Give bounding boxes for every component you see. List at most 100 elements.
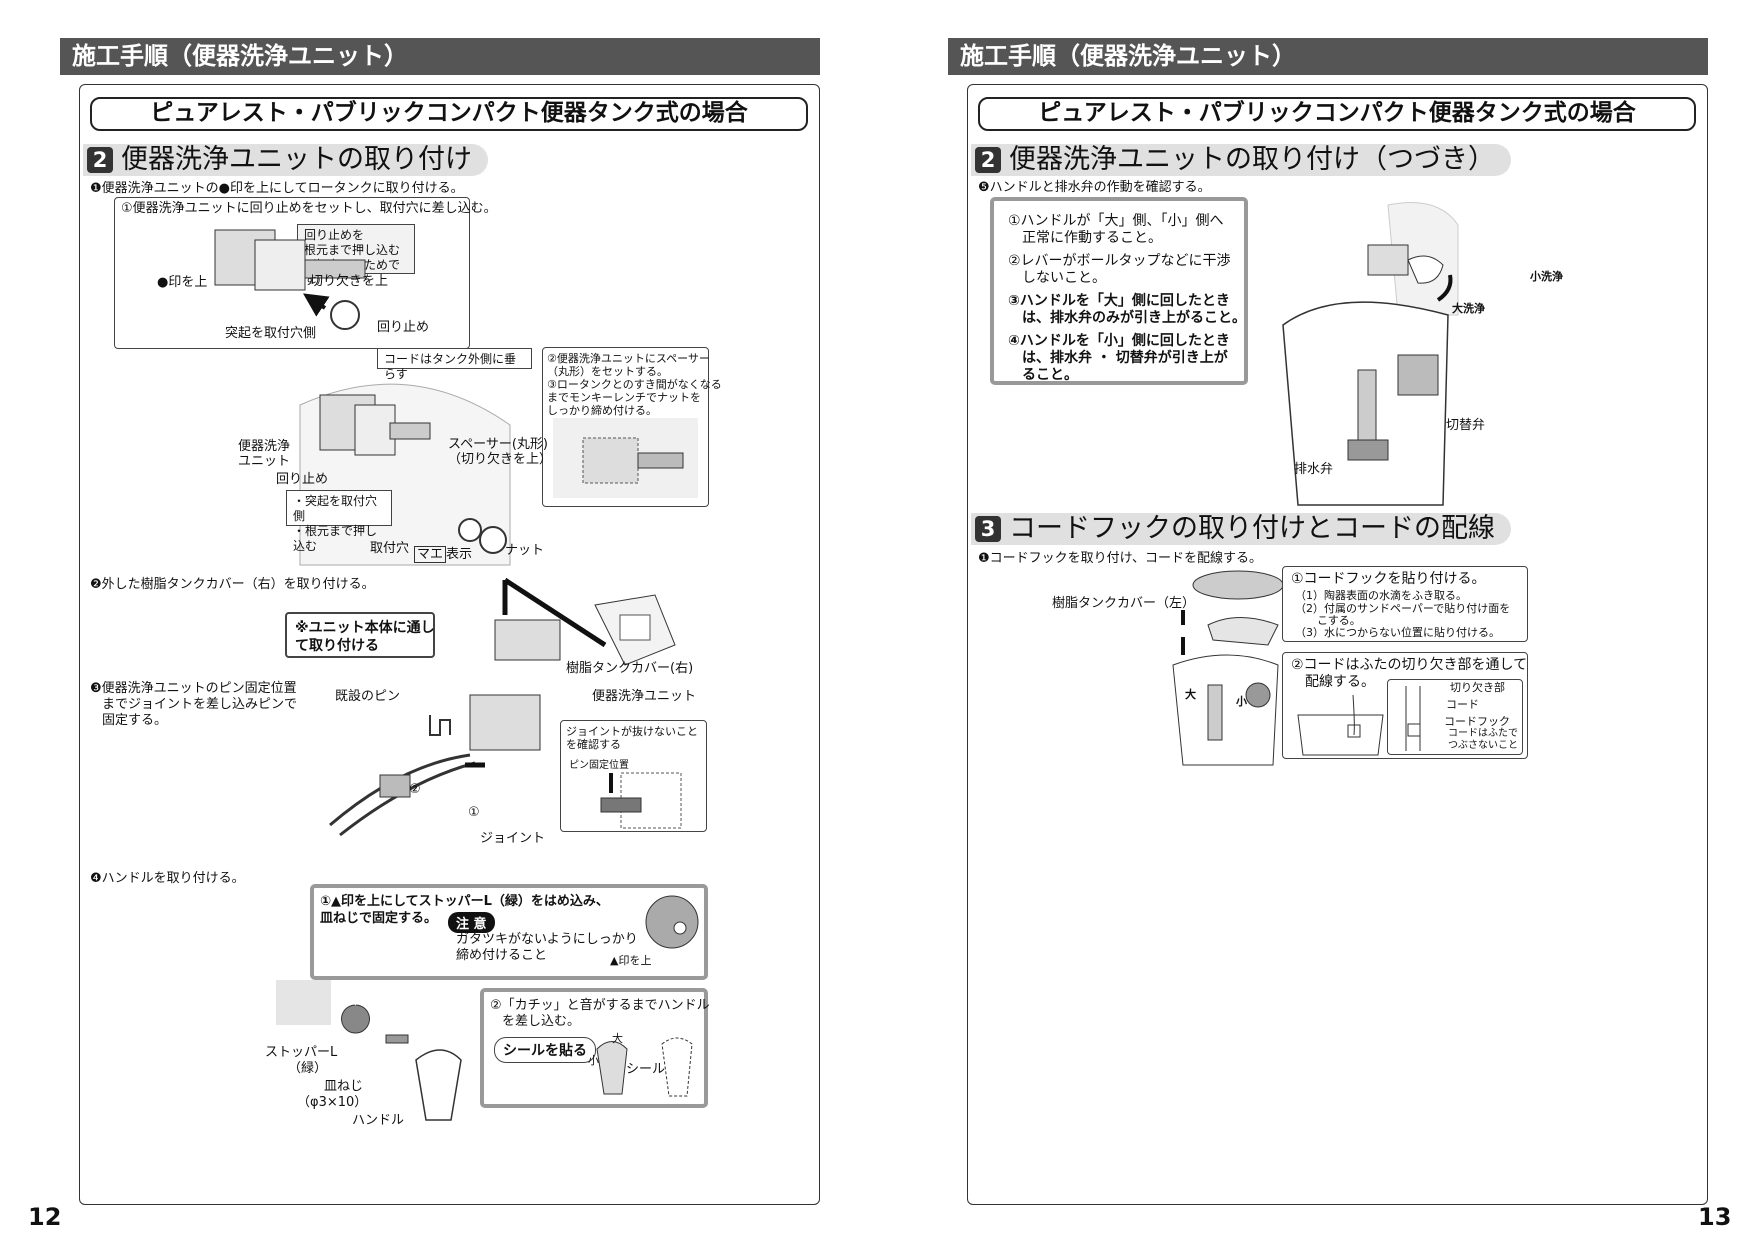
protrusion-label: 突起を取付穴側 <box>225 326 317 341</box>
note-line: 根元まで押し込む <box>304 243 401 257</box>
page-header: 施工手順（便器洗浄ユニット） <box>948 38 1708 75</box>
push-note-line: ・突起を取付穴側 <box>293 494 378 523</box>
small-flush-label: 小洗浄 <box>1530 270 1563 283</box>
section-title-text: コードフックの取り付けとコードの配線 <box>1009 513 1495 544</box>
small-mark: 小 <box>588 1054 599 1067</box>
cord-route-box: ②コードはふたの切り欠き部を通して 配線する。 切り欠き部 コード コードフック… <box>1282 652 1528 759</box>
check-line: は、排水弁 ・ 切替弁が引き上が <box>1008 350 1228 366</box>
cord-hook-tank-illustration <box>1172 570 1284 766</box>
screw-label: （φ3×10） <box>297 1095 368 1110</box>
handle-insert-box: ②「カチッ」と音がするまでハンドル を差し込む。 シールを貼る 大 小 シール <box>480 988 710 1108</box>
spacer-note-line: （丸形）をセットする。 <box>547 365 668 378</box>
cord-hook-note: コードはふたで <box>1448 728 1518 739</box>
nut-label: ナット <box>505 543 545 558</box>
spacer-note-box: ②便器洗浄ユニットにスペーサー （丸形）をセットする。 ③ロータンクとのすき間が… <box>542 347 722 507</box>
section-title-text: 便器洗浄ユニットの取り付け（つづき） <box>1009 144 1495 175</box>
step-2: ❷外した樹脂タンクカバー（右）を取り付ける。 <box>90 577 375 592</box>
circle-1-label: ① <box>468 805 480 820</box>
note-line: 回り止めを <box>304 228 365 242</box>
spacer-label: スペーサー(丸形) <box>448 437 548 452</box>
handle-text-line: ①▲印を上にしてストッパーL（緑）をはめ込み、 <box>320 894 609 909</box>
step-3-line: までジョイントを差し込みピンで <box>102 697 298 712</box>
notch-label: 切り欠き部 <box>1450 681 1505 694</box>
hook-box-line: （3）水につからない位置に貼り付ける。 <box>1295 626 1500 639</box>
joint-note-line: ジョイントが抜けないこと <box>566 725 698 738</box>
push-notes: ・突起を取付穴側 ・根元まで押し込む <box>286 490 392 553</box>
insert-text-line: ②「カチッ」と音がするまでハンドル <box>490 998 710 1013</box>
apply-seal-pill: シールを貼る <box>494 1037 596 1063</box>
pin-detail-illustration <box>600 772 682 829</box>
circle-2-label: ② <box>409 782 421 797</box>
big-mark: 大 <box>612 1032 623 1045</box>
detail-1-title: ①便器洗浄ユニットに回り止めをセットし、取付穴に差し込む。 <box>121 201 497 216</box>
cord-hook-detail-illustration <box>1405 686 1421 751</box>
unit-2-label: 便器洗浄ユニット <box>592 689 697 704</box>
stopper-l-label: ストッパーL <box>265 1045 338 1060</box>
cover-right-label: 樹脂タンクカバー(右) <box>566 661 694 676</box>
section-title: 2 便器洗浄ユニットの取り付け <box>83 144 488 176</box>
detail-box-1: ①便器洗浄ユニットに回り止めをセットし、取付穴に差し込む。 回り止めを 根元まで… <box>114 197 497 349</box>
section-banner: ピュアレスト・パブリックコンパクト便器タンク式の場合 <box>978 97 1696 131</box>
handle-assembly-illustration <box>276 980 462 1121</box>
check-line: ④ハンドルを「小」側に回したとき <box>1008 333 1230 349</box>
stopper-label: 回り止め <box>377 320 430 335</box>
section-number: 2 <box>975 147 1001 173</box>
cord-note: コードはタンク外側に垂らす <box>377 348 532 381</box>
check-line: ①ハンドルが「大」側、「小」側へ <box>1008 213 1224 229</box>
big-flush-label: 大洗浄 <box>1452 302 1485 315</box>
step-1: ❶コードフックを取り付け、コードを配線する。 <box>978 551 1263 566</box>
drain-valve-label: 排水弁 <box>1294 462 1334 477</box>
content-frame: ピュアレスト・パブリックコンパクト便器タンク式の場合 2 便器洗浄ユニットの取り付… <box>79 84 820 1205</box>
cord-label: コード <box>1446 698 1479 711</box>
unit-illustration <box>214 229 366 330</box>
spacer-note-line: ③ロータンクとのすき間がなくなる <box>547 378 722 391</box>
screw-label: 皿ねじ <box>324 1079 364 1094</box>
section-title: 2 便器洗浄ユニットの取り付け（つづき） <box>971 144 1511 176</box>
handle-text-line: 皿ねじで固定する。 <box>320 911 438 926</box>
caution-line: 締め付けること <box>456 948 548 963</box>
push-note-line: ・根元まで押し込む <box>293 524 378 553</box>
handle-label: ハンドル <box>352 1113 405 1128</box>
content-frame: ピュアレスト・パブリックコンパクト便器タンク式の場合 2 便器洗浄ユニットの取り付… <box>967 84 1708 1205</box>
hook-box-line: こする。 <box>1295 614 1361 627</box>
section-number: 2 <box>87 147 113 173</box>
notch-up-label: 切り欠きを上 <box>310 274 389 289</box>
mark-display-box: マエ <box>414 546 447 563</box>
mark-display-label: マエ表示 <box>414 546 472 563</box>
spacer-note-line: までモンキーレンチでナットを <box>547 391 701 404</box>
joint-check-box: ジョイントが抜けないこと を確認する ピン固定位置 <box>560 720 707 832</box>
check-line: は、排水弁のみが引き上がること。 <box>1008 310 1246 326</box>
spacer-label: （切り欠きを上） <box>448 452 553 467</box>
mark-up-label: ●印を上 <box>157 275 208 290</box>
check-line: 正常に作動すること。 <box>1008 230 1162 246</box>
big-mark: 大 <box>1185 688 1196 701</box>
check-line: ③ハンドルを「大」側に回したとき <box>1008 293 1230 309</box>
existing-pin-label: 既設のピン <box>335 689 401 704</box>
stopper-label-2: 回り止め <box>276 472 329 487</box>
section-banner: ピュアレスト・パブリックコンパクト便器タンク式の場合 <box>90 97 808 131</box>
seal-label: シール <box>626 1062 666 1077</box>
page-13: 施工手順（便器洗浄ユニット） ピュアレスト・パブリックコンパクト便器タンク式の場… <box>948 38 1713 1208</box>
step-1: ❶便器洗浄ユニットの●印を上にしてロータンクに取り付ける。 <box>90 181 464 196</box>
check-line: しないこと。 <box>1008 270 1106 286</box>
step-4: ❹ハンドルを取り付ける。 <box>90 871 245 886</box>
hook-box-line: ①コードフックを貼り付ける。 <box>1291 571 1486 587</box>
spacer-note-line: ②便器洗浄ユニットにスペーサー <box>547 352 710 365</box>
step-5: ❺ハンドルと排水弁の作動を確認する。 <box>978 180 1211 195</box>
cord-hook-detail: 切り欠き部 コード コードフック コードはふたで つぶさないこと <box>1387 679 1523 755</box>
spacer-note-line: しっかり締め付ける。 <box>547 404 657 417</box>
joint-note-line: を確認する <box>566 738 621 751</box>
caution-tag: 注 意 <box>448 912 495 933</box>
stopper-l-label: （緑） <box>288 1061 328 1076</box>
section-title-text: 便器洗浄ユニットの取り付け <box>121 144 472 175</box>
operation-check-box: ①ハンドルが「大」側、「小」側へ 正常に作動すること。 ②レバーがボールタップな… <box>990 197 1248 385</box>
insert-text-line: を差し込む。 <box>502 1014 581 1029</box>
caution-tag-text: 注 意 <box>448 912 495 933</box>
step-2-note-line: ※ユニット本体に通し <box>295 620 435 636</box>
unit-label: ユニット <box>238 454 291 469</box>
cord-hook-label: コードフック <box>1444 715 1510 728</box>
handle-seal-illustration <box>596 1037 693 1097</box>
switch-valve-label: 切替弁 <box>1446 418 1486 433</box>
route-box-line: 配線する。 <box>1291 674 1375 690</box>
step-3-line: ❸便器洗浄ユニットのピン固定位置 <box>90 681 297 696</box>
